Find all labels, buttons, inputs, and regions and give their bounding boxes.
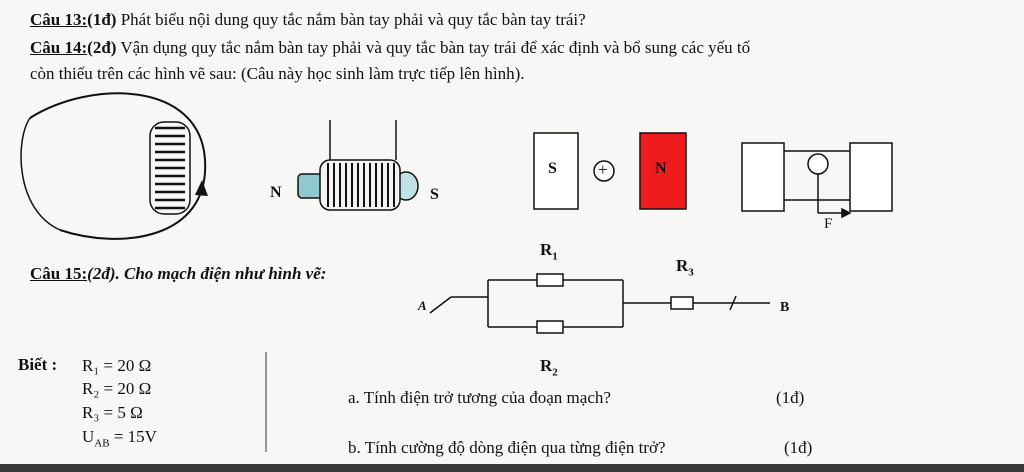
task-a-points: (1đ)	[776, 388, 805, 407]
solenoid-windings	[327, 163, 395, 207]
task-a: a. Tính điện trở tương của đoạn mạch?	[348, 388, 611, 407]
solenoid-label-s: S	[430, 186, 439, 203]
r2-label: R2	[540, 356, 558, 379]
figure-force	[741, 142, 893, 219]
field-line-loop	[29, 92, 207, 240]
magnet-left	[741, 142, 785, 212]
magnet-label-n: N	[655, 160, 667, 177]
question-13-number: Câu 13:	[30, 10, 88, 29]
question-14-line-2: còn thiếu trên các hình vẽ sau: (Câu này…	[30, 64, 525, 83]
resistor-r1	[536, 273, 564, 287]
r1-label: R1	[540, 240, 558, 263]
question-14-points: (2đ)	[87, 38, 117, 57]
question-14: Câu 14:(2đ) Vận dụng quy tắc nắm bàn tay…	[30, 38, 750, 58]
force-label: F	[824, 216, 833, 232]
node-a-label: A	[418, 298, 427, 313]
given-r2: R₂ = 20 Ω	[82, 379, 152, 398]
conductor-icon	[807, 153, 829, 175]
question-14-number: Câu 14:	[30, 38, 88, 57]
question-15: Câu 15:(2đ). Cho mạch điện như hình vẽ:	[30, 264, 326, 284]
given-r1: R₁ = 20 Ω	[82, 356, 152, 375]
task-b: b. Tính cường độ dòng điện qua từng điện…	[348, 438, 666, 457]
solenoid-label-n: N	[270, 184, 282, 201]
figure-solenoid	[297, 120, 419, 211]
solenoid-coil	[155, 126, 185, 210]
given-r3: R₃ = 5 Ω	[82, 403, 143, 422]
resistor-r2	[536, 320, 564, 334]
resistor-r3	[670, 296, 694, 310]
figure-hand-solenoid	[20, 92, 208, 240]
given-uab: UAB = 15V	[82, 427, 157, 450]
question-14-line-1: Vận dụng quy tắc nắm bàn tay phải và quy…	[120, 38, 751, 57]
magnet-north	[639, 132, 687, 210]
task-b-points: (1đ)	[784, 438, 813, 457]
question-15-text: Cho mạch điện như hình vẽ:	[123, 264, 327, 283]
figure-magnets	[533, 132, 687, 210]
r3-label: R3	[676, 256, 694, 279]
question-13-text: Phát biểu nội dung quy tắc nắm bàn tay p…	[120, 10, 586, 29]
bottom-bar	[0, 464, 1024, 472]
question-13: Câu 13:(1đ) Phát biểu nội dung quy tắc n…	[30, 10, 586, 30]
conductor-plus-icon	[593, 160, 615, 182]
question-15-number: Câu 15:	[30, 264, 88, 283]
question-15-points: (2đ).	[87, 264, 120, 283]
magnet-right	[849, 142, 893, 212]
given-label: Biết :	[18, 355, 58, 374]
arrow-icon	[195, 180, 208, 196]
magnet-label-s: S	[548, 160, 557, 177]
plus-label: +	[598, 160, 608, 179]
question-13-points: (1đ)	[87, 10, 117, 29]
node-b-label: B	[780, 300, 790, 315]
force-arrow-icon	[841, 207, 852, 219]
magnet-south	[533, 132, 579, 210]
circuit-diagram	[429, 273, 770, 334]
